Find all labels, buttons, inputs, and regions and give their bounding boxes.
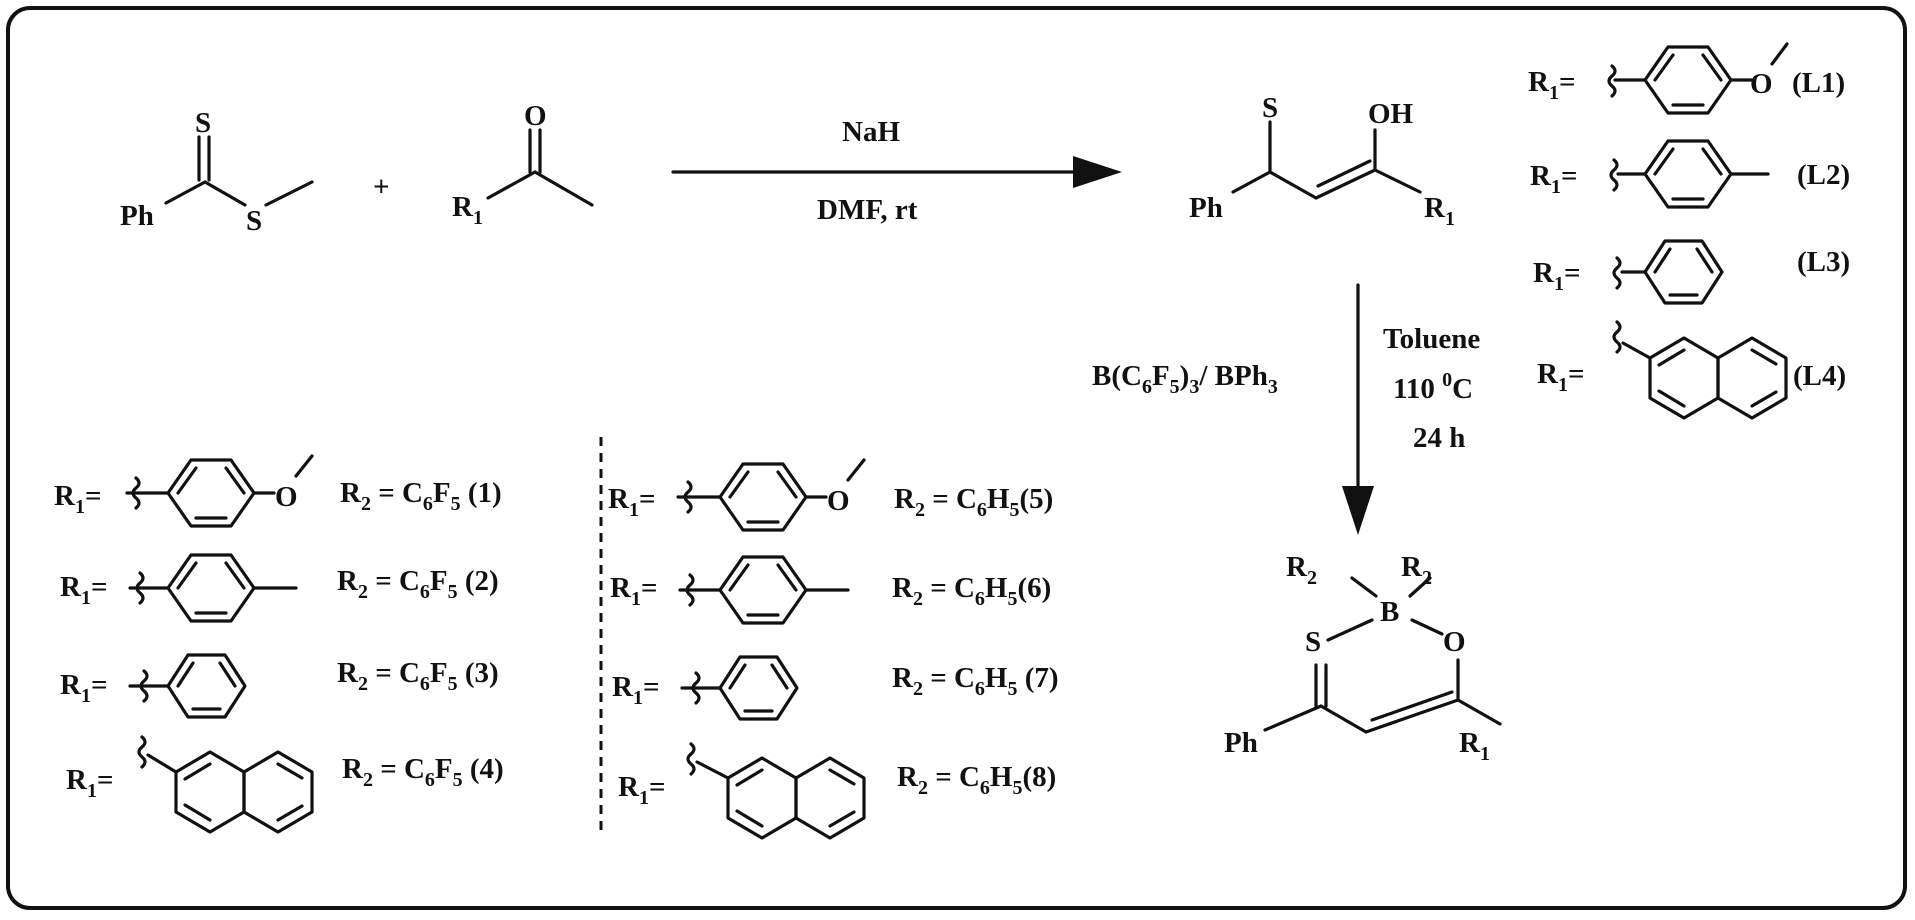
c2-r1-label: R1= [60, 571, 107, 609]
ligand-r1-label: R1 [1424, 192, 1455, 230]
complex-row-5: R1= O R2 = C6H5(5) [608, 458, 1053, 532]
c7-r2-formula: R2 = C6H5 (7) [892, 662, 1059, 700]
product-structure: R2 R2 B S O Ph R1 [1224, 551, 1502, 765]
c1-r1-label: R1= [54, 480, 101, 518]
methylphenyl-ring-icon [678, 555, 850, 625]
l3-label: (L3) [1797, 246, 1850, 278]
phenyl-ring-icon [128, 653, 247, 719]
l1-label: (L1) [1792, 67, 1845, 99]
ketone-structure: O R1 [452, 100, 594, 229]
l2-label: (L2) [1797, 159, 1850, 191]
step2-arrow: B(C6F5)3/ BPh3 Toluene 110 0C 24 h [1092, 283, 1480, 535]
c8-r1-label: R1= [618, 771, 665, 809]
product-r2-left-label: R2 [1286, 551, 1317, 589]
thione-s-label: S [195, 107, 211, 139]
c6-r1-label: R1= [610, 572, 657, 610]
complex-row-2: R1= R2 = C6F5 (2) [60, 553, 499, 623]
c8-r2-formula: R2 = C6H5(8) [897, 761, 1056, 799]
dithioester-structure: S S Ph [120, 107, 314, 237]
c1-r2-formula: R2 = C6F5 (1) [340, 477, 502, 515]
plus-sign: + [373, 171, 390, 203]
complex-row-4: R1= R2 = C6F5 (4) [66, 735, 504, 834]
naphthyl-ring-icon [686, 742, 866, 840]
phenyl-label: Ph [120, 200, 154, 232]
scheme-frame [6, 6, 1907, 910]
l2-r1-label: R1= [1530, 160, 1577, 198]
methoxyphenyl-ring-icon: O [125, 454, 314, 528]
ketone-r1-label: R1 [452, 191, 483, 229]
step1-conditions-label: DMF, rt [817, 194, 918, 226]
phenyl-ring-icon [680, 655, 799, 721]
c1-o-label: O [275, 481, 298, 513]
complex-list-right: R1= O R2 = C6H5(5) R1= [608, 458, 1059, 840]
ligand-oh-label: OH [1368, 98, 1414, 130]
complex-row-1: R1= O R2 = C6F5 (1) [54, 454, 502, 528]
c3-r2-formula: R2 = C6F5 (3) [337, 657, 499, 695]
step1-reagent-label: NaH [842, 116, 900, 148]
temperature-label: 110 0C [1393, 369, 1473, 405]
complex-row-6: R1= R2 = C6H5(6) [610, 555, 1051, 625]
phenyl-ring-icon [1612, 239, 1724, 305]
c5-r2-formula: R2 = C6H5(5) [894, 483, 1053, 521]
c5-o-label: O [827, 485, 850, 517]
complex-row-7: R1= R2 = C6H5 (7) [612, 655, 1059, 721]
c7-r1-label: R1= [612, 671, 659, 709]
product-s-label: S [1305, 626, 1321, 658]
carbonyl-o-label: O [524, 100, 547, 132]
l3-r1-label: R1= [1533, 257, 1580, 295]
methylphenyl-ring-icon [128, 553, 298, 623]
naphthyl-ring-icon [137, 735, 314, 834]
c4-r2-formula: R2 = C6F5 (4) [342, 753, 504, 791]
solvent-label: Toluene [1383, 323, 1480, 355]
ligand-list-item-l1: R1= O (L1) [1528, 42, 1845, 115]
ligand-list-item-l3: R1= (L3) [1533, 239, 1850, 305]
product-o-label: O [1443, 626, 1466, 658]
c4-r1-label: R1= [66, 764, 113, 802]
product-r2-right-label: R2 [1401, 551, 1432, 589]
borane-reagent-label: B(C6F5)3/ BPh3 [1092, 360, 1278, 398]
ligand-ph-label: Ph [1189, 192, 1223, 224]
l1-r1-label: R1= [1528, 66, 1575, 104]
c6-r2-formula: R2 = C6H5(6) [892, 572, 1051, 610]
time-label: 24 h [1413, 422, 1465, 454]
l4-r1-label: R1= [1537, 358, 1584, 396]
step1-arrow: NaH DMF, rt [671, 116, 1122, 226]
l1-o-label: O [1750, 68, 1773, 100]
methoxyphenyl-ring-icon: O [676, 458, 866, 532]
methylphenyl-ring-icon [1609, 139, 1770, 209]
ligand-s-label: S [1262, 92, 1278, 124]
naphthyl-ring-icon [1612, 320, 1788, 420]
thioether-s-label: S [246, 205, 262, 237]
ligand-list-item-l2: R1= (L2) [1530, 139, 1850, 209]
ligand-list-item-l4: R1= (L4) [1537, 320, 1846, 420]
complex-row-3: R1= R2 = C6F5 (3) [60, 653, 499, 719]
l4-label: (L4) [1793, 360, 1846, 392]
c3-r1-label: R1= [60, 669, 107, 707]
complex-list-left: R1= O R2 = C6F5 (1) R1= [54, 454, 504, 834]
methoxyphenyl-ring-icon: O [1607, 42, 1789, 115]
complex-row-8: R1= R2 = C6H5(8) [618, 742, 1056, 840]
ligand-structure: S OH Ph R1 [1189, 92, 1455, 230]
c2-r2-formula: R2 = C6F5 (2) [337, 565, 499, 603]
c5-r1-label: R1= [608, 483, 655, 521]
ligand-list: R1= O (L1) R1= [1528, 42, 1850, 420]
boron-label: B [1380, 596, 1399, 628]
product-r1-label: R1 [1459, 727, 1490, 765]
product-ph-label: Ph [1224, 727, 1258, 759]
